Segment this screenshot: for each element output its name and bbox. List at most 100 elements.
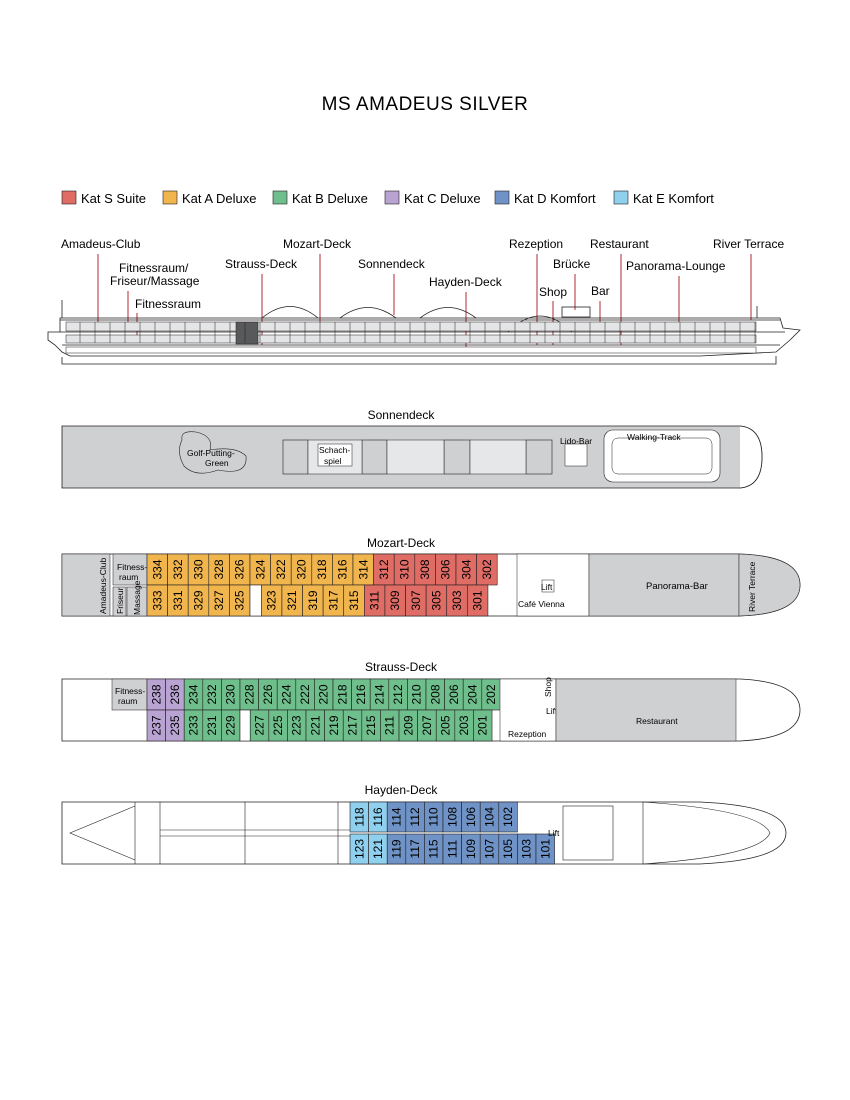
legend-label-b: Kat B Deluxe (292, 191, 368, 206)
walking-track-label: Walking-Track (627, 432, 681, 442)
cabin-number-212: 212 (391, 684, 405, 704)
legend-label-a: Kat A Deluxe (182, 191, 256, 206)
panorama-bar-label: Panorama-Bar (646, 581, 708, 592)
cabin-number-310: 310 (398, 559, 412, 579)
cabin-number-230: 230 (224, 684, 238, 704)
golf-green-outline (179, 431, 247, 474)
cabin-number-307: 307 (409, 590, 423, 610)
callout-hayden-deck: Hayden-Deck (429, 275, 503, 289)
legend-label-e: Kat E Komfort (633, 191, 714, 206)
sonnendeck-title: Sonnendeck (368, 408, 436, 422)
cabin-number-121: 121 (371, 839, 385, 859)
callout-shop: Shop (539, 285, 567, 299)
cabin-number-306: 306 (439, 559, 453, 579)
callout-bar: Bar (591, 284, 610, 298)
restaurant-area (555, 678, 737, 742)
cabin-number-308: 308 (418, 559, 432, 579)
cabin-number-104: 104 (483, 807, 497, 827)
legend-label-d: Kat D Komfort (514, 191, 596, 206)
walking-track-outer (603, 429, 721, 483)
strauss-fitness-room (111, 678, 148, 711)
legend-swatch-e (613, 190, 629, 205)
cabin-number-225: 225 (271, 715, 285, 735)
cabin-number-228: 228 (242, 684, 256, 704)
callout-sonnendeck: Sonnendeck (358, 257, 426, 271)
cabin-number-112: 112 (408, 807, 422, 826)
cabin-number-223: 223 (290, 715, 304, 735)
canopy-arc-2 (339, 307, 397, 319)
cabin-number-203: 203 (457, 715, 471, 735)
cabin-number-333: 333 (150, 590, 164, 610)
cabin-number-105: 105 (501, 839, 515, 859)
cabin-number-324: 324 (253, 559, 267, 579)
cabin-number-233: 233 (187, 715, 201, 735)
cabin-number-302: 302 (480, 559, 494, 579)
cabin-101 (535, 833, 555, 865)
hull-outline (47, 317, 801, 357)
cabin-number-215: 215 (364, 715, 378, 735)
cabin-number-231: 231 (205, 715, 219, 735)
sonnendeck-stair-4 (525, 439, 553, 475)
cabin-number-107: 107 (483, 839, 497, 859)
cabin-number-115: 115 (427, 839, 441, 858)
strauss-fitness-label-line2: raum (118, 696, 137, 706)
cabin-number-334: 334 (150, 559, 164, 579)
chess-board (317, 443, 353, 467)
sonnendeck-plan: Sonnendeck Golf-Putting- Green Schach- s… (61, 408, 763, 489)
side-window-dividers (79, 322, 756, 343)
cabin-number-111: 111 (445, 840, 459, 859)
cabin-number-321: 321 (285, 590, 299, 610)
legend-swatch-s (61, 190, 77, 205)
hayden-machine-room (562, 805, 614, 861)
cabin-number-221: 221 (308, 715, 322, 735)
restaurant-label: Restaurant (636, 716, 678, 726)
cabin-number-319: 319 (306, 590, 320, 610)
cabin-number-226: 226 (261, 684, 275, 704)
chess-label-line2: spiel (324, 456, 342, 466)
cabin-number-222: 222 (298, 684, 312, 704)
callout-mozart-deck: Mozart-Deck (283, 237, 352, 251)
canopy-arc-3 (419, 307, 477, 319)
cabin-number-211: 211 (383, 716, 397, 735)
cabin-number-325: 325 (233, 590, 247, 610)
legend-item-s: Kat S Suite (61, 190, 146, 206)
chess-label-line1: Schach- (319, 445, 350, 455)
window-band-upper (65, 321, 757, 332)
cabin-number-209: 209 (401, 715, 415, 735)
cabin-number-303: 303 (450, 590, 464, 610)
cabin-number-108: 108 (445, 807, 459, 827)
cabin-number-332: 332 (171, 559, 185, 579)
cabin-number-317: 317 (326, 590, 340, 610)
legend-label-s: Kat S Suite (81, 191, 146, 206)
legend-item-c: Kat C Deluxe (384, 190, 481, 206)
cabin-number-235: 235 (168, 715, 182, 735)
mozart-lift-label: Lift (541, 582, 553, 592)
callout-fitness-friseur-line2: Friseur/Massage (110, 274, 200, 288)
cabin-number-116: 116 (371, 807, 385, 826)
friseur-room (112, 586, 127, 617)
cabin-number-229: 229 (224, 715, 238, 735)
mozart-fitness-label-line1: Fitness- (117, 562, 147, 572)
cabin-number-238: 238 (149, 684, 163, 704)
mozart-fitness-room (112, 553, 148, 586)
legend-swatch-a (162, 190, 178, 205)
river-terrace-label: River Terrace (747, 561, 757, 612)
legend-label-c: Kat C Deluxe (404, 191, 481, 206)
callout-leader-lines (97, 254, 752, 352)
cabin-number-304: 304 (459, 559, 473, 579)
sonnendeck-stair-2 (361, 439, 388, 475)
cabin-number-316: 316 (336, 559, 350, 579)
hayden-stern-taper (69, 805, 136, 861)
mozart-lift (541, 579, 555, 593)
canopy-arc-1 (261, 306, 319, 319)
sonnendeck-bow (739, 425, 763, 489)
cabin-number-232: 232 (205, 684, 219, 704)
legend-swatch-d (494, 190, 510, 205)
lido-bar-counter (564, 443, 588, 467)
cabin-number-216: 216 (354, 684, 368, 704)
cabin-number-110: 110 (427, 807, 441, 826)
